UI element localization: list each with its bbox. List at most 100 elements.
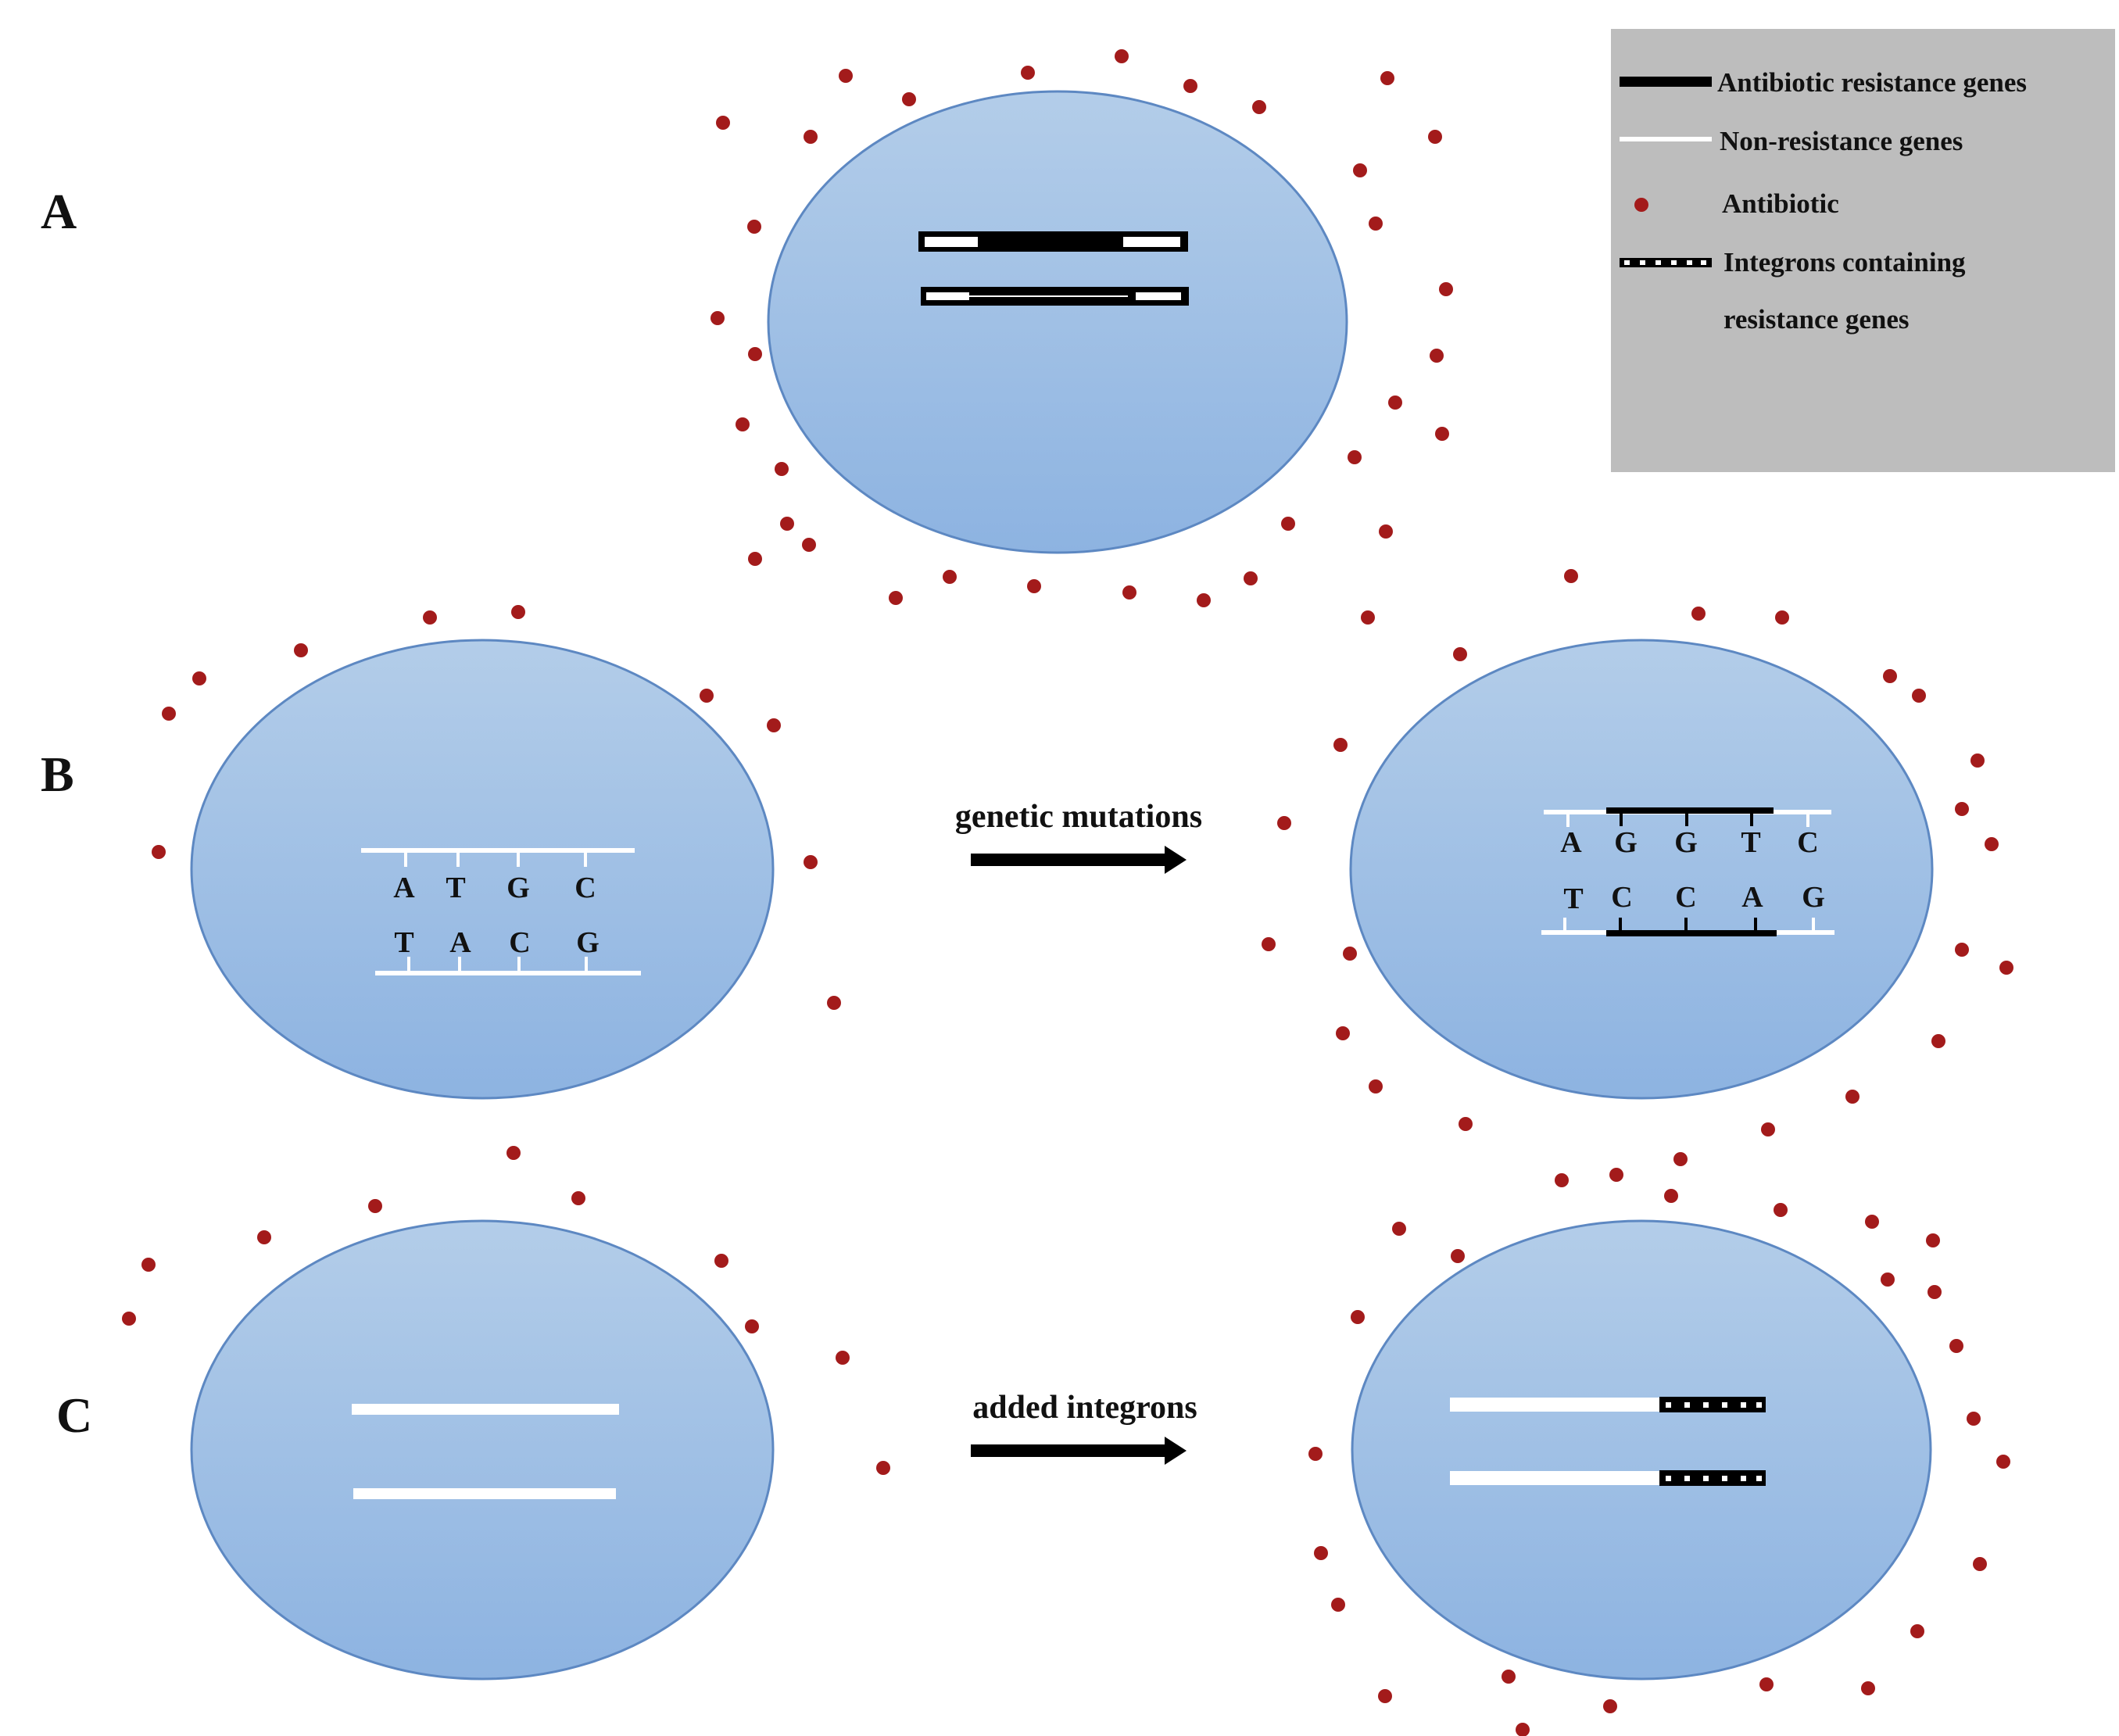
antibiotic-dot [1314,1546,1328,1560]
cell-b-left-body [190,639,775,1100]
antibiotic-dot [506,1146,521,1160]
cell-b-right: A G G T C T C C A G [1349,639,1934,1100]
antibiotic-dot [1343,947,1357,961]
gene-line-bottom [353,1488,616,1499]
antibiotic-dot [368,1199,382,1213]
antibiotic-dot [1378,1689,1392,1703]
antibiotic-dot [1761,1122,1775,1136]
mut-base-top-3: G [1674,826,1698,859]
base-bottom-1: T [394,926,413,959]
antibiotic-dot [1453,647,1467,661]
antibiotic-dot [1252,100,1266,114]
cell-c-right [1351,1219,1932,1681]
base-bottom-2: A [449,926,471,959]
row-label-a: A [41,184,77,239]
antibiotic-dot [889,591,903,605]
antibiotic-dot [1603,1699,1617,1713]
base-top-4: C [574,872,596,904]
antibiotic-dot [1451,1249,1465,1263]
antibiotic-dot [767,718,781,732]
antibiotic-dot [827,996,841,1010]
antibiotic-dot [1435,427,1449,441]
cell-a-body [767,90,1348,554]
resistance-chromosome-bottom [921,287,1189,306]
legend-integron-swatch [1620,258,1712,267]
antibiotic-dot [1775,610,1789,625]
mut-base-top-2: G [1614,826,1638,859]
legend: Antibiotic resistance genes Non-resistan… [1611,29,2115,472]
antibiotic-dot [192,671,206,685]
antibiotic-dot [1428,130,1442,144]
antibiotic-dot [839,69,853,83]
antibiotic-dot [943,570,957,584]
antibiotic-dot [152,845,166,859]
antibiotic-dot [748,347,762,361]
antibiotic-dot [1973,1557,1987,1571]
antibiotic-dot [1122,585,1136,600]
antibiotic-dot [711,311,725,325]
antibiotic-dot [1926,1233,1940,1247]
antibiotic-dot [1388,396,1402,410]
antibiotic-dot [141,1258,156,1272]
antibiotic-dot [1883,669,1897,683]
integron-arrow: added integrons [971,1390,1197,1465]
mut-base-bottom-5: G [1802,881,1825,914]
antibiotic-dot [122,1312,136,1326]
antibiotic-dot [1183,79,1197,93]
row-label-b: B [41,746,74,802]
mut-base-bottom-1: T [1563,882,1583,915]
mut-base-top-1: A [1560,826,1582,859]
antibiotic-dot [780,517,794,531]
antibiotic-dot [1361,610,1375,625]
antibiotic-dot [748,552,762,566]
antibiotic-dot [1244,571,1258,585]
antibiotic-dot [1759,1677,1774,1691]
antibiotic-dot [1967,1412,1981,1426]
base-top-1: A [393,872,415,904]
legend-antibiotic-label: Antibiotic [1722,188,1839,219]
antibiotic-dot [571,1191,585,1205]
antibiotic-dot [775,462,789,476]
antibiotic-dot [836,1351,850,1365]
integron-gene-top [1450,1397,1766,1412]
antibiotic-dot [1845,1090,1859,1104]
dna-before: A T G C T A C G [361,848,641,975]
antibiotic-dot [802,538,816,552]
antibiotic-dot [257,1230,271,1244]
base-bottom-4: G [576,926,600,959]
antibiotic-dot [716,116,730,130]
mut-base-top-5: C [1797,826,1818,859]
cell-b-right-body [1349,639,1934,1100]
antibiotic-dot [1664,1189,1678,1203]
mut-base-top-4: T [1741,826,1760,859]
antibiotic-dot [1380,71,1394,85]
antibiotic-dot [162,707,176,721]
legend-antibiotic-dot [1634,198,1648,212]
antibiotic-dot [1985,837,1999,851]
antibiotic-dot [736,417,750,431]
antibiotic-dot [1949,1339,1963,1353]
antibiotic-dot [1197,593,1211,607]
antibiotic-dot [1861,1681,1875,1695]
antibiotic-dot [1351,1310,1365,1324]
antibiotic-dot [700,689,714,703]
antibiotic-dot [1970,753,1985,768]
mutation-arrow: genetic mutations [955,799,1202,874]
base-bottom-3: C [509,926,530,959]
antibiotic-dot [1865,1215,1879,1229]
mut-base-bottom-2: C [1611,881,1632,914]
antibiotic-dot [1955,943,1969,957]
antibiotic-dot [1555,1173,1569,1187]
antibiotic-dot [804,855,818,869]
antibiotic-dot [1516,1723,1530,1736]
legend-non-resistance-label: Non-resistance genes [1720,126,1963,156]
antibiotic-dot [1774,1203,1788,1217]
legend-resistance-swatch [1620,77,1712,87]
antibiotic-dot [1439,282,1453,296]
antibiotic-dot [1928,1285,1942,1299]
antibiotic-dot [714,1254,728,1268]
antibiotic-dot [1910,1624,1924,1638]
legend-non-resistance-swatch [1620,137,1712,141]
antibiotic-dot [804,130,818,144]
